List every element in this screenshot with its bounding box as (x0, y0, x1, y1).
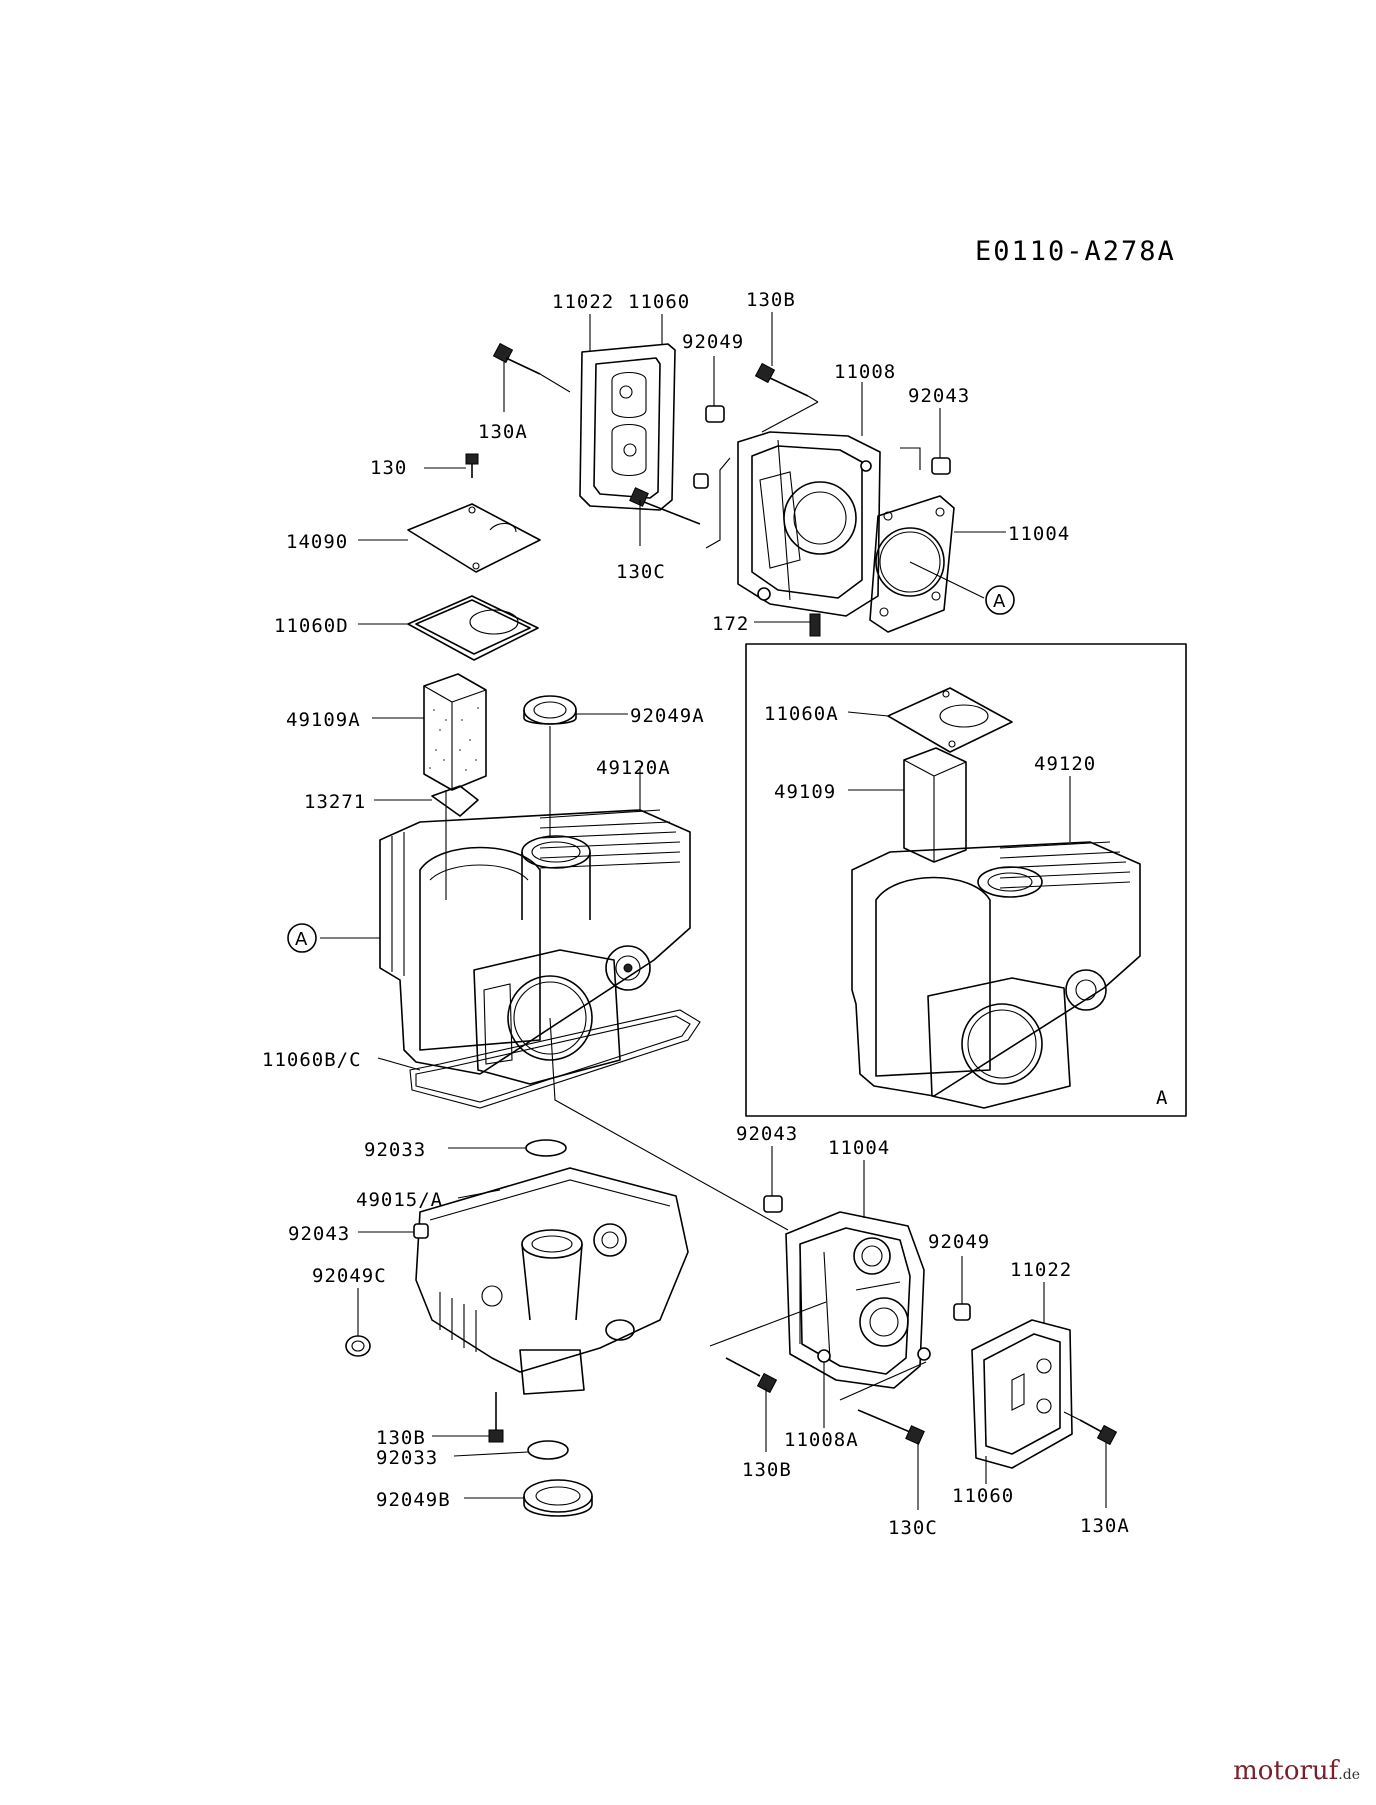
label-130: 130 (370, 457, 407, 479)
bolt-130B-bottom (725, 1357, 778, 1394)
guide-line-top (705, 457, 731, 549)
bolt-130C-bottom (857, 1409, 925, 1445)
guide-line-bottom-1 (709, 1301, 827, 1347)
label-11060D: 11060D (274, 615, 349, 637)
label-130B-left: 130B (376, 1427, 426, 1449)
label-130C-bottom: 130C (888, 1517, 938, 1539)
dowel-92043-top (931, 457, 951, 475)
label-11022-top: 11022 (552, 291, 614, 313)
ring-92033-top (525, 1139, 567, 1157)
label-92049A: 92049A (630, 705, 705, 727)
head-gasket-top (869, 495, 955, 633)
label-49015-A: 49015/A (356, 1189, 443, 1211)
cylinder-head-top (737, 431, 881, 617)
label-11004-bottom: 11004 (828, 1137, 890, 1159)
label-130A-bottom: 130A (1080, 1515, 1130, 1537)
seal-92049B (523, 1479, 593, 1517)
label-92043-left: 92043 (288, 1223, 350, 1245)
label-92049C: 92049C (312, 1265, 387, 1287)
bolt-130A-bottom (1063, 1411, 1118, 1446)
screw-130 (465, 453, 479, 478)
filter-49109A (423, 673, 487, 791)
watermark-tld: .de (1338, 1767, 1360, 1783)
label-11060A: 11060A (764, 703, 839, 725)
label-92043-mid: 92043 (736, 1123, 798, 1145)
diagram-code: E0110-A278A (975, 236, 1176, 267)
dowel-92043-mid (763, 1195, 783, 1213)
ring-92033-bottom (527, 1440, 569, 1460)
head-cover-top (579, 343, 676, 511)
guide-line-top-2 (761, 401, 819, 433)
gasket-11060D (407, 595, 539, 661)
oil-seal-92049A (523, 695, 577, 725)
label-13271: 13271 (304, 791, 366, 813)
head-cover-bottom (971, 1319, 1073, 1469)
label-11060-bottom: 11060 (952, 1485, 1014, 1507)
label-92033-top: 92033 (364, 1139, 426, 1161)
label-130C-top: 130C (616, 561, 666, 583)
inset-filter-49109 (903, 747, 967, 863)
label-11022-bottom: 11022 (1010, 1259, 1072, 1281)
crankcase-cover-49015A (415, 1167, 689, 1395)
bolt-130A-top (492, 342, 571, 393)
guide-line-bottom-2 (839, 1361, 927, 1401)
watermark-logo: motoruf.de (1233, 1756, 1360, 1786)
bolt-130C-top (629, 487, 701, 525)
label-11060B-C: 11060B/C (262, 1049, 362, 1071)
dowel-92043-left (413, 1223, 429, 1239)
guide-line-long (549, 1017, 789, 1231)
label-130A-top: 130A (478, 421, 528, 443)
label-49120A: 49120A (596, 757, 671, 779)
svg-text:A: A (993, 591, 1006, 612)
label-14090: 14090 (286, 531, 348, 553)
inset-gasket-11060A (887, 687, 1013, 753)
callout-a-top: A (985, 585, 1015, 615)
label-49109: 49109 (774, 781, 836, 803)
label-49109A: 49109A (286, 709, 361, 731)
label-11008: 11008 (834, 361, 896, 383)
cylinder-head-bottom (785, 1211, 931, 1389)
watermark-brand: motoruf (1233, 1756, 1339, 1786)
nut-92049-top (693, 405, 725, 489)
label-11004-top: 11004 (1008, 523, 1070, 545)
nut-92049-bottom (953, 1303, 971, 1321)
breather-cover-14090 (407, 503, 541, 573)
plate-13271 (431, 785, 479, 817)
label-92049B: 92049B (376, 1489, 451, 1511)
crankcase-49120A (379, 809, 701, 1109)
stud-172 (809, 613, 821, 637)
label-49120: 49120 (1034, 753, 1096, 775)
label-130B-top: 130B (746, 289, 796, 311)
label-172: 172 (712, 613, 749, 635)
seal-92049C (345, 1335, 371, 1357)
part-labels: 11022 11060 130B 92049 11008 92043 130A … (262, 289, 1130, 1539)
inset-label: A (1156, 1087, 1168, 1109)
guide-line-top-3 (900, 447, 921, 470)
leader-lines (320, 312, 1107, 1510)
bolt-130B-top (754, 362, 819, 403)
label-11008A: 11008A (784, 1429, 859, 1451)
label-130B-bottom: 130B (742, 1459, 792, 1481)
label-92043-top: 92043 (908, 385, 970, 407)
svg-text:A: A (295, 929, 308, 950)
label-11060-top: 11060 (628, 291, 690, 313)
inset-crankcase-49120 (851, 841, 1141, 1109)
bolt-130B-left (488, 1392, 504, 1443)
label-92049-top: 92049 (682, 331, 744, 353)
label-92033-bottom: 92033 (376, 1447, 438, 1469)
inset-frame (745, 643, 1187, 1117)
label-92049-bottom: 92049 (928, 1231, 990, 1253)
callout-a-left: A (287, 923, 317, 953)
